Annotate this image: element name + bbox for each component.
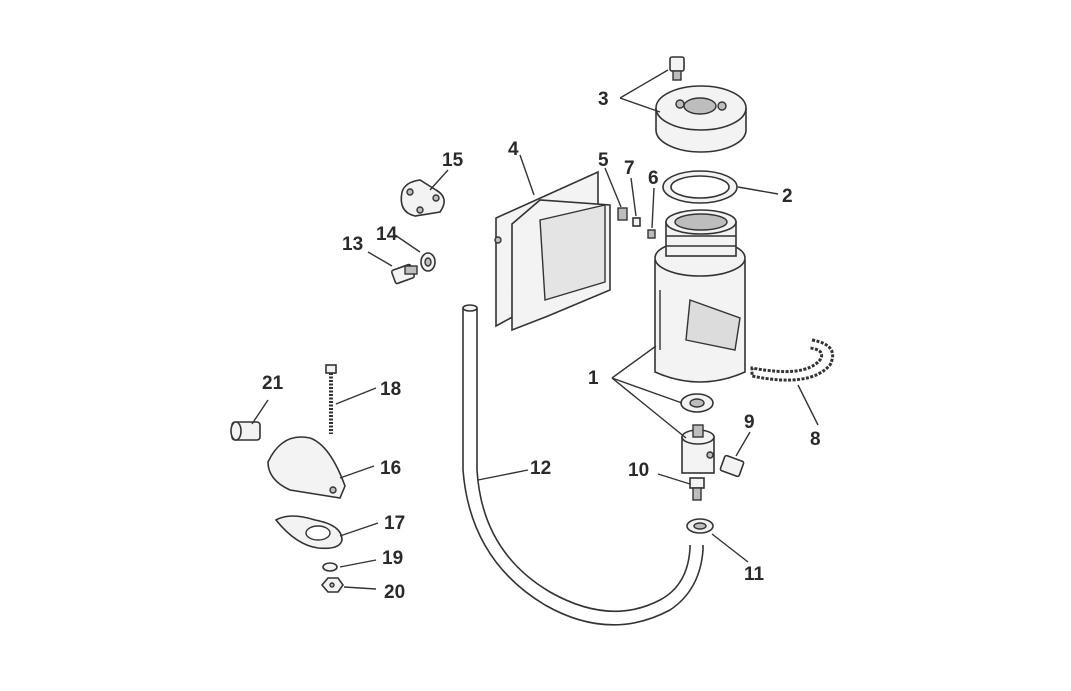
callout-15: 15 xyxy=(442,150,464,171)
callout-13: 13 xyxy=(342,234,363,255)
leader-11 xyxy=(711,533,749,563)
callout-21: 21 xyxy=(262,373,284,394)
callout-3: 3 xyxy=(598,89,609,110)
leader-2 xyxy=(737,186,779,195)
callout-20: 20 xyxy=(384,582,405,603)
hose-clamp-11 xyxy=(686,518,714,534)
callout-12: 12 xyxy=(530,458,551,479)
bottle-nut xyxy=(680,393,714,413)
callout-2: 2 xyxy=(782,186,793,207)
leader-9 xyxy=(735,431,751,457)
callout-4: 4 xyxy=(508,139,519,160)
callout-19: 19 xyxy=(382,548,403,569)
leader-7 xyxy=(630,177,637,217)
callout-11: 11 xyxy=(744,564,765,585)
leader-20 xyxy=(343,586,377,590)
leader-4 xyxy=(519,154,535,196)
nut-6 xyxy=(647,229,656,239)
callout-16: 16 xyxy=(380,458,401,479)
leader-16 xyxy=(339,465,375,479)
leader-10 xyxy=(657,473,691,485)
leader-1a xyxy=(611,345,657,379)
reservoir-cap xyxy=(655,56,747,153)
callout-7: 7 xyxy=(624,158,635,179)
leader-12 xyxy=(477,469,529,481)
callout-14: 14 xyxy=(376,224,398,245)
leader-14 xyxy=(394,234,421,253)
leader-1c xyxy=(611,377,687,439)
leader-3 xyxy=(619,69,669,99)
callout-18: 18 xyxy=(380,379,401,400)
hose-12-inner xyxy=(476,308,691,613)
screw-7 xyxy=(632,217,641,227)
mounting-bracket xyxy=(494,170,611,332)
leader-6 xyxy=(651,187,655,229)
leader-13 xyxy=(367,251,393,267)
callout-8: 8 xyxy=(810,429,821,450)
washer-19 xyxy=(322,562,338,572)
reservoir-bottle xyxy=(654,209,746,383)
callout-1: 1 xyxy=(588,368,599,389)
gasket-ring xyxy=(662,170,738,204)
bolt-13 xyxy=(390,263,418,285)
callout-6: 6 xyxy=(648,168,659,189)
callout-5: 5 xyxy=(598,150,609,171)
leader-1b xyxy=(611,377,683,404)
callout-17: 17 xyxy=(384,513,405,534)
spring-clip xyxy=(750,338,835,382)
fitting-9 xyxy=(719,454,745,478)
nut-20 xyxy=(320,577,344,593)
hose-12 xyxy=(462,308,704,626)
leader-21 xyxy=(251,399,269,425)
stud-18 xyxy=(325,364,337,434)
clip-5 xyxy=(617,207,628,221)
leader-3b xyxy=(619,97,661,113)
leader-19 xyxy=(339,559,377,568)
outlet-fitting xyxy=(681,424,715,474)
gasket-17 xyxy=(274,515,343,550)
callout-10: 10 xyxy=(628,460,649,481)
cover-16 xyxy=(267,436,346,499)
nipple-10 xyxy=(689,477,705,501)
bracket-plate-15 xyxy=(400,179,445,217)
leader-17 xyxy=(339,522,379,537)
fitting-21 xyxy=(230,421,261,441)
washer-14 xyxy=(420,252,436,272)
leader-18 xyxy=(335,387,377,405)
leader-8 xyxy=(797,384,819,426)
leader-5 xyxy=(604,167,622,208)
leader-15 xyxy=(429,169,449,191)
callout-9: 9 xyxy=(744,412,755,433)
